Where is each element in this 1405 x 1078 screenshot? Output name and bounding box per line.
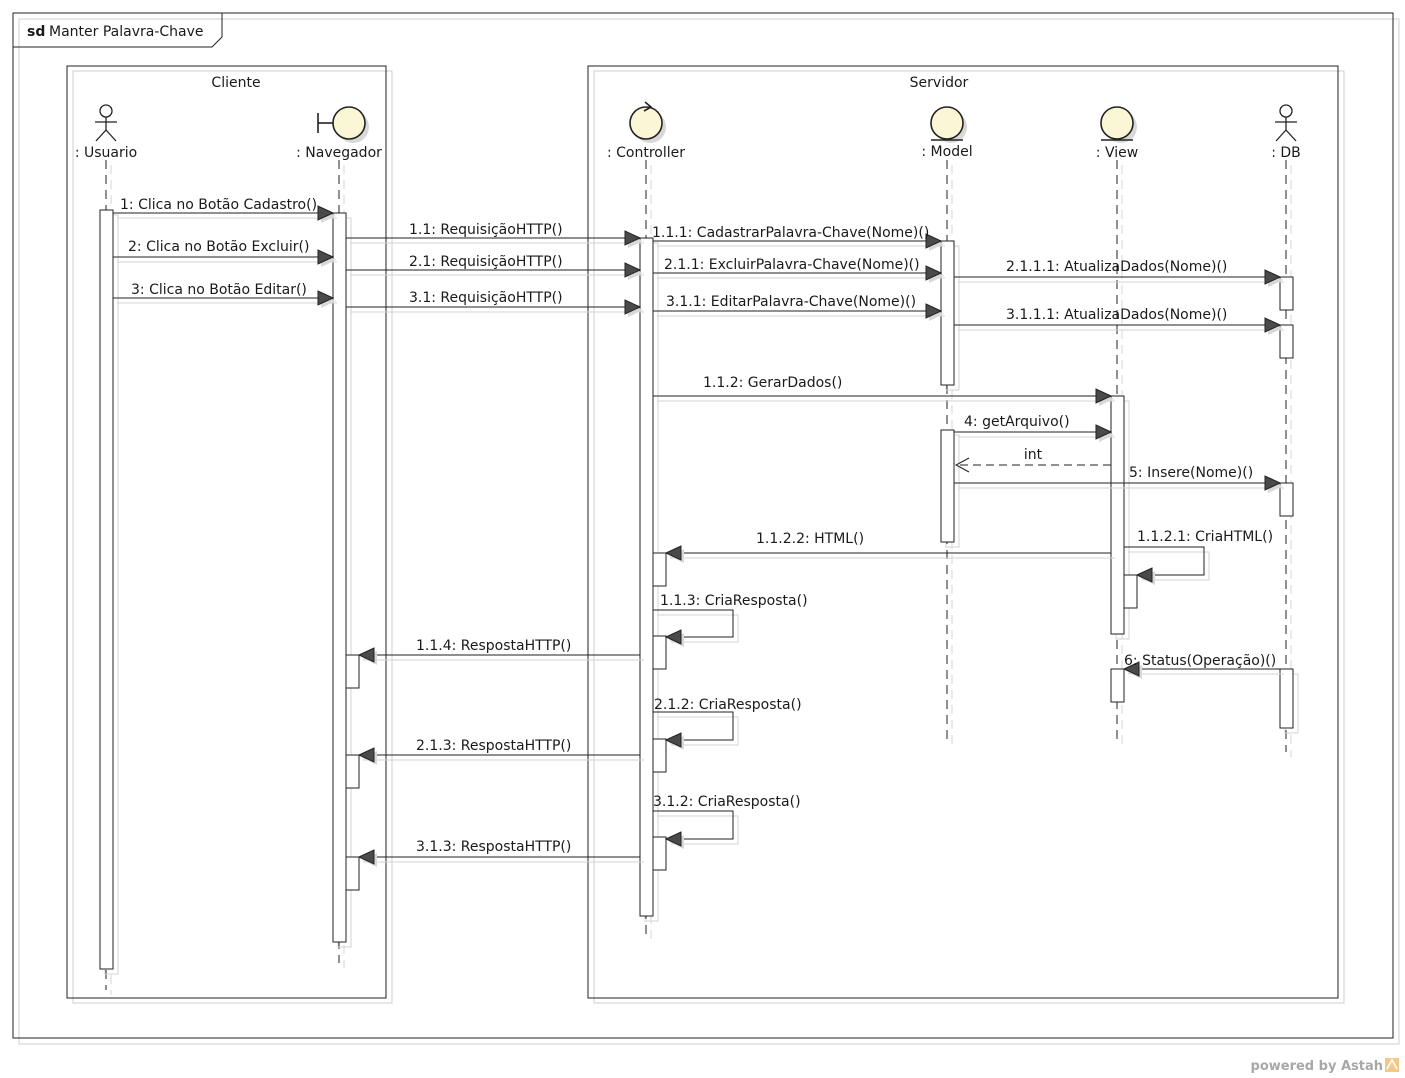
control-controller-icon [629, 101, 666, 143]
activation-view [1110, 395, 1125, 635]
message-label: 2.1: RequisiçãoHTTP() [409, 254, 563, 270]
message-m1_1_3: 1.1.3: CriaResposta() [653, 593, 808, 647]
message-label: 1: Clica no Botão Cadastro() [120, 197, 317, 213]
group-servidor [587, 65, 1339, 999]
messages: 1: Clica no Botão Cadastro() 2: Clica no … [113, 197, 1284, 867]
message-label: 2.1.1: ExcluirPalavra-Chave(Nome)() [664, 257, 920, 273]
message-m2_1_2: 2.1.2: CriaResposta() [653, 697, 802, 750]
message-m5: 5: Insere(Nome)() [954, 465, 1284, 493]
message-label: 5: Insere(Nome)() [1129, 465, 1253, 481]
frame-shadow [18, 18, 1400, 1045]
group-servidor-shadow [593, 70, 1345, 1004]
actor-usuario-icon [95, 104, 117, 142]
activation-db-2 [1279, 324, 1294, 359]
activations [99, 209, 1299, 975]
activation-db-1 [1279, 276, 1294, 311]
group-servidor-title: Servidor [910, 75, 969, 91]
activation-controller-criaresposta-2 [652, 738, 667, 773]
message-label: 3.1.1.1: AtualizaDados(Nome)() [1006, 307, 1227, 323]
message-label: 2.1.2: CriaResposta() [654, 697, 802, 713]
activation-controller-html [652, 552, 667, 587]
entity-model-icon [930, 106, 967, 143]
group-cliente [66, 65, 387, 999]
message-m1_1_4: 1.1.4: RespostaHTTP() [357, 638, 644, 665]
activation-controller-criaresposta-3 [652, 836, 667, 871]
message-m2_1_1_1: 2.1.1.1: AtualizaDados(Nome)() [954, 259, 1284, 287]
message-label: 1.1.1: CadastrarPalavra-Chave(Nome)() [652, 225, 929, 241]
message-label: 1.1: RequisiçãoHTTP() [409, 222, 563, 238]
activation-view-status [1110, 668, 1125, 703]
message-m1_1_2: 1.1.2: GerarDados() [653, 375, 1115, 406]
message-label: 1.1.3: CriaResposta() [660, 593, 808, 609]
message-m1_1_2_1: 1.1.2.1: CriaHTML() [1124, 529, 1273, 585]
frame-keyword: sd [27, 24, 45, 40]
powered-by-astah: powered by Astah [1251, 1059, 1383, 1074]
message-m1_1: 1.1: RequisiçãoHTTP() [346, 222, 644, 248]
message-m3_1: 3.1: RequisiçãoHTTP() [346, 290, 644, 317]
message-m3_1_3: 3.1.3: RespostaHTTP() [357, 839, 644, 867]
activation-model-2 [940, 429, 955, 543]
activation-db-4 [1279, 668, 1294, 729]
activation-db-3 [1279, 482, 1294, 517]
message-label: 2.1.1.1: AtualizaDados(Nome)() [1006, 259, 1227, 275]
lifeline-label-navegador: : Navegador [296, 145, 382, 161]
message-m2_1_1: 2.1.1: ExcluirPalavra-Chave(Nome)() [653, 257, 945, 283]
message-label: 1.1.2.1: CriaHTML() [1137, 529, 1273, 545]
lifeline-label-view: : View [1096, 145, 1138, 161]
lifeline-label-db: : DB [1271, 145, 1301, 161]
activation-navegador-reply-3 [345, 856, 360, 891]
message-m3_1_1_1: 3.1.1.1: AtualizaDados(Nome)() [954, 307, 1284, 335]
activation-model-1 [940, 240, 955, 386]
group-cliente-title: Cliente [211, 75, 260, 91]
activation-navegador-reply-1 [345, 654, 360, 689]
message-label: 1.1.4: RespostaHTTP() [416, 638, 571, 654]
message-label: 2: Clica no Botão Excluir() [128, 239, 309, 255]
message-label: 2.1.3: RespostaHTTP() [416, 738, 571, 754]
message-label: 3.1.3: RespostaHTTP() [416, 839, 571, 855]
activation-navegador-reply-2 [345, 754, 360, 789]
message-m2_1: 2.1: RequisiçãoHTTP() [346, 254, 644, 280]
message-label: 4: getArquivo() [964, 414, 1070, 430]
activation-controller-criaresposta-1 [652, 635, 667, 670]
lifeline-label-model: : Model [921, 144, 972, 160]
diagram-frame [12, 12, 1394, 1039]
message-label: 1.1.2: GerarDados() [703, 375, 842, 391]
astah-logo-icon [1385, 1058, 1399, 1072]
message-label: 3.1.1: EditarPalavra-Chave(Nome)() [666, 294, 916, 310]
message-m1_1_1: 1.1.1: CadastrarPalavra-Chave(Nome)() [652, 225, 945, 251]
activation-view-criahtml [1123, 574, 1138, 609]
message-label: 3: Clica no Botão Editar() [131, 282, 307, 298]
activation-usuario [99, 209, 114, 970]
message-m2_1_3: 2.1.3: RespostaHTTP() [357, 738, 644, 765]
message-m1_1_2_2: 1.1.2.2: HTML() [664, 531, 1115, 563]
group-cliente-shadow [72, 70, 393, 1004]
message-label: int [1024, 447, 1043, 463]
boundary-navegador-icon [317, 106, 369, 143]
message-label: 3.1: RequisiçãoHTTP() [409, 290, 563, 306]
frame-title: Manter Palavra-Chave [49, 24, 204, 40]
lifeline-label-usuario: : Usuario [75, 145, 137, 161]
message-m3: 3: Clica no Botão Editar() [113, 282, 337, 308]
message-m4: 4: getArquivo() [954, 414, 1115, 442]
activation-controller [639, 237, 654, 917]
message-m3_1_1: 3.1.1: EditarPalavra-Chave(Nome)() [653, 294, 945, 321]
message-m4_ret: int [954, 447, 1111, 473]
message-label: 3.1.2: CriaResposta() [653, 794, 801, 810]
frame-tab [13, 13, 223, 48]
message-m3_1_2: 3.1.2: CriaResposta() [653, 794, 801, 849]
lifeline-label-controller: : Controller [607, 145, 685, 161]
message-m1: 1: Clica no Botão Cadastro() [113, 197, 337, 223]
activation-navegador [332, 212, 347, 943]
entity-view-icon [1100, 106, 1137, 143]
message-label: 6: Status(Operação)() [1124, 653, 1276, 669]
message-m6: 6: Status(Operação)() [1122, 653, 1284, 679]
actor-db-icon [1275, 104, 1297, 142]
message-m2: 2: Clica no Botão Excluir() [113, 239, 337, 267]
message-label: 1.1.2.2: HTML() [756, 531, 864, 547]
